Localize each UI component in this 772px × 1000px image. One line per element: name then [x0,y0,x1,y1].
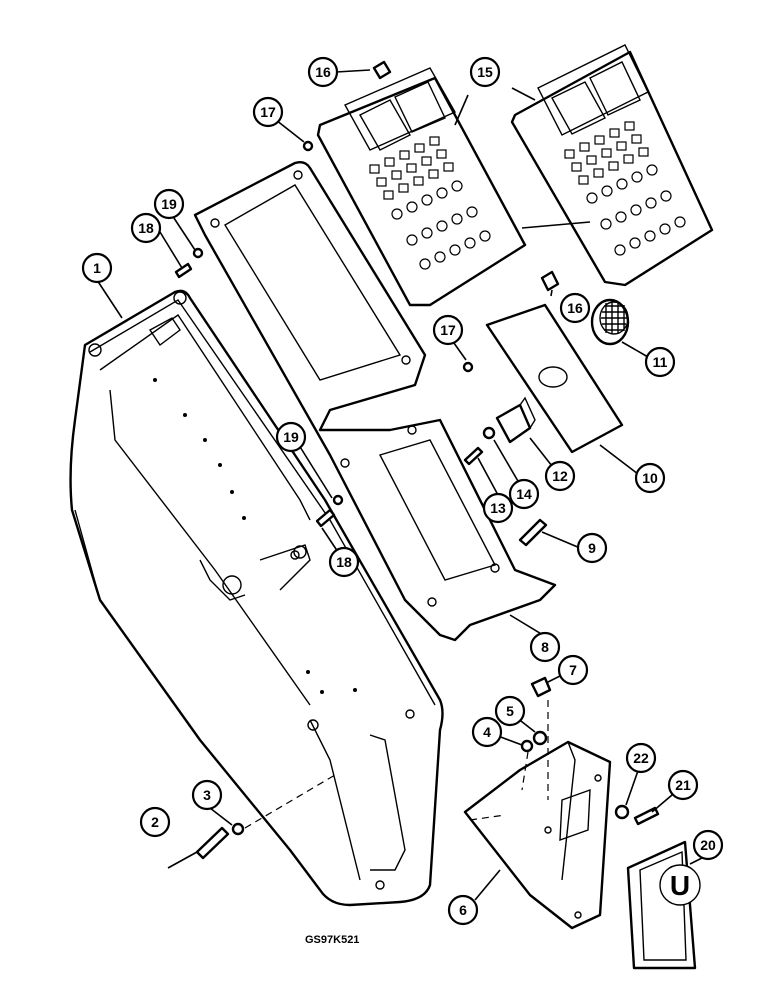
callout-7: 7 [557,654,589,686]
svg-text:11: 11 [653,354,668,370]
decal-symbol: U [670,870,690,901]
svg-text:15: 15 [477,64,493,80]
callout-6: 6 [447,894,479,926]
washer-14 [482,426,496,440]
switch-keys-left [369,136,491,270]
callout-17-top: 17 [252,96,284,128]
svg-text:18: 18 [336,554,352,570]
clip-nut-7 [530,676,552,698]
callout-3: 3 [191,779,223,811]
switch-module-left [316,67,527,307]
console-housing [69,289,444,907]
callout-17-mid: 17 [432,314,464,346]
svg-text:19: 19 [283,429,299,445]
callout-12: 12 [544,460,576,492]
drawing-code: GS97K521 [305,934,359,946]
svg-text:12: 12 [552,468,568,484]
svg-text:10: 10 [642,470,658,486]
svg-text:3: 3 [203,787,211,803]
svg-text:16: 16 [315,64,331,80]
washer-4 [520,739,534,753]
screw-18-mid [315,508,336,528]
svg-text:4: 4 [483,724,491,740]
svg-text:2: 2 [151,814,159,830]
bracket [495,396,536,444]
screw-16-top [372,60,392,80]
callout-19-top: 19 [153,188,185,220]
callout-14: 14 [508,478,540,510]
callout-20: 20 [692,829,724,861]
svg-text:20: 20 [700,837,716,853]
decal: U [626,840,701,970]
screw-18-top [174,262,193,279]
callout-2: 2 [139,806,171,838]
nut-17-mid [462,361,474,373]
buzzer [590,298,630,346]
nut-5 [532,730,548,746]
callout-1: 1 [81,252,113,284]
callout-22: 22 [625,742,657,774]
washer-3 [231,822,245,836]
svg-text:22: 22 [633,750,649,766]
upper-panel-frame [193,160,557,642]
callout-13: 13 [482,492,514,524]
svg-text:21: 21 [675,777,691,793]
cover-plate [485,303,624,454]
svg-text:1: 1 [93,260,101,276]
callout-10: 10 [634,462,666,494]
svg-text:17: 17 [440,322,456,338]
screw-9 [518,518,548,547]
svg-text:14: 14 [516,486,532,502]
center-line-cover-6 [469,814,506,821]
svg-text:17: 17 [260,104,276,120]
washer-22 [614,804,630,820]
callout-18-top: 18 [130,212,162,244]
svg-text:16: 16 [567,300,583,316]
callout-9: 9 [576,532,608,564]
leader-lines [96,69,709,901]
callout-4: 4 [471,716,503,748]
screw-13 [463,446,484,466]
callout-8: 8 [529,631,561,663]
center-line-nut-4 [521,751,529,791]
callout-15: 15 [469,56,501,88]
svg-text:5: 5 [506,703,514,719]
switch-keys-right [564,121,686,256]
screw-2 [195,826,230,860]
screw-16-mid [540,270,560,292]
callout-21: 21 [667,769,699,801]
callout-5: 5 [494,695,526,727]
svg-text:19: 19 [161,196,177,212]
washer-19-top [192,247,204,259]
nut-17-top [302,140,314,152]
svg-text:13: 13 [490,500,506,516]
svg-text:7: 7 [569,662,577,678]
callout-16-mid: 16 [559,292,591,324]
svg-text:9: 9 [588,540,596,556]
lower-cover [463,740,612,930]
callout-11: 11 [644,346,676,378]
washer-19-mid [332,494,344,506]
svg-text:8: 8 [541,639,549,655]
svg-text:18: 18 [138,220,154,236]
callout-19-mid: 19 [275,421,307,453]
callout-16-top: 16 [307,56,339,88]
center-line-bolt-2 [244,774,336,829]
callout-18-mid: 18 [328,546,360,578]
svg-text:6: 6 [459,902,467,918]
switch-module-right [510,44,714,287]
